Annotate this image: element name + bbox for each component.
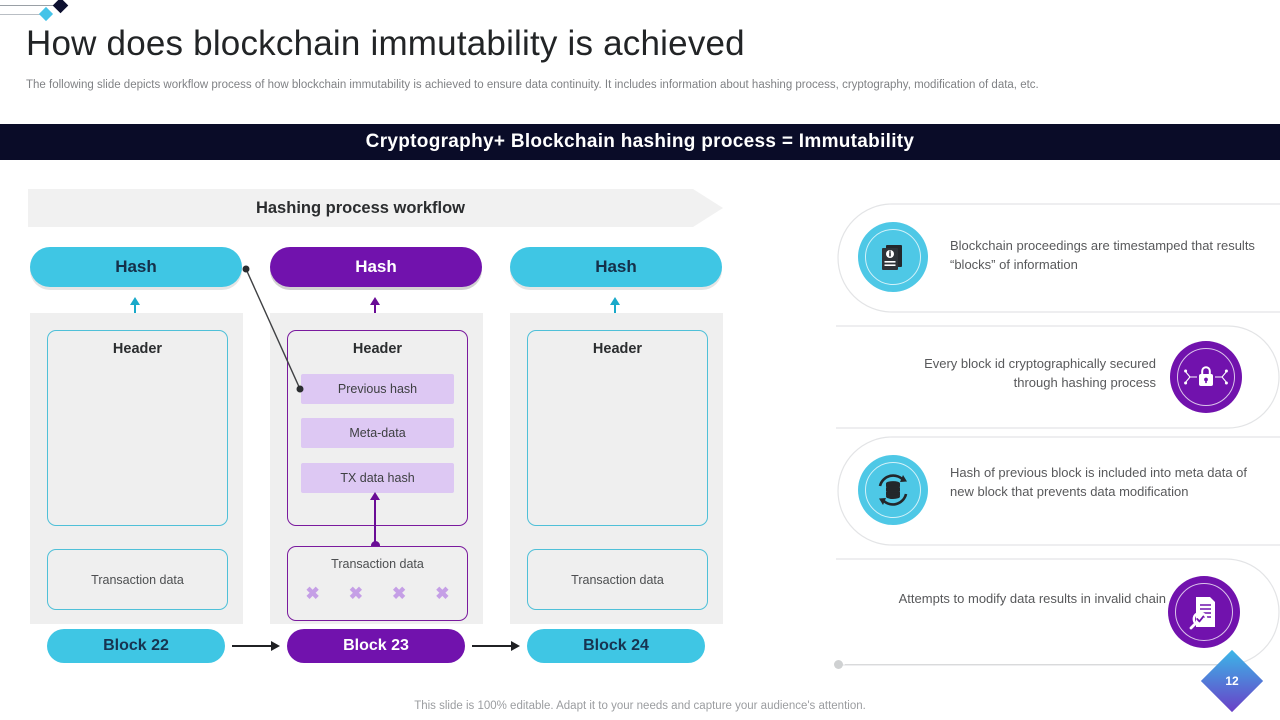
block-header-box-24: Header [527,330,708,526]
lock-network-glyph [1184,366,1228,386]
x-mark-icon-3: ✖ [435,584,450,603]
hashing-flow-arrow: Hashing process workflow [28,189,723,227]
block-header-label-23: Header [352,341,403,357]
lock-network-icon [1170,341,1242,413]
document-info-icon [858,222,928,292]
page-title: How does blockchain immutability is achi… [26,24,745,63]
icon-ring-1 [865,229,921,285]
bottom-rail-line [845,664,1240,665]
point-card-2-text: Every block id cryptographically secured… [924,356,1156,390]
hash-connector-arrow-22 [130,297,140,305]
tx-connector-arrow-23 [370,492,380,500]
block-header-box-23: Header Previous hash Meta-data TX data h… [287,330,468,526]
block-transaction-label-22: Transaction data [91,572,184,587]
point-card-1-outline [837,203,1280,313]
flow-arrow-tip-icon [693,189,723,227]
meta-row-meta-data: Meta-data [301,418,454,448]
corner-decoration [0,0,120,22]
meta-row-label-0: Previous hash [337,382,418,396]
database-refresh-glyph [878,474,908,506]
point-card-3-outline [837,436,1280,546]
block-transaction-box-24: Transaction data [527,549,708,610]
document-search-glyph [1189,597,1215,630]
hash-connector-arrow-23 [370,297,380,305]
block-label-text-22: Block 22 [103,637,169,654]
hash-chain-link [242,265,304,393]
hash-connector-arrow-24 [610,297,620,305]
tx-connector-line-23 [374,500,376,546]
footer-note: This slide is 100% editable. Adapt it to… [414,700,866,712]
decor-line-1 [0,5,58,6]
meta-row-tx-data-hash: TX data hash [301,463,454,493]
hash-pill-label-22: Hash [115,257,157,276]
section-banner-label: Cryptography+ Blockchain hashing process… [365,131,915,152]
hash-pill-block-24[interactable]: Hash [510,247,722,287]
block-header-label-24: Header [592,341,643,357]
flow-arrow-label: Hashing process workflow [255,198,466,217]
icon-ring-4 [1175,583,1233,641]
tx-connector-dot-23 [371,541,380,550]
block-label-text-24: Block 24 [583,637,649,654]
point-card-4-outline [836,558,1280,666]
page-number: 12 [1225,674,1239,688]
block-transaction-box-22: Transaction data [47,549,228,610]
diamond-dark-icon [52,0,69,14]
transaction-x-marks: ✖ ✖ ✖ ✖ [288,585,467,602]
point-card-2[interactable]: Every block id cryptographically secured… [836,325,1280,429]
hash-pill-label-24: Hash [595,257,637,276]
block-chain-arrow-1-head [271,641,280,651]
point-card-4[interactable]: Attempts to modify data results in inval… [836,558,1280,666]
block-chain-arrow-2-stem [472,645,511,647]
point-card-2-outline [836,325,1280,429]
page-subtitle: The following slide depicts workflow pro… [26,79,1039,91]
block-label-22[interactable]: Block 22 [47,629,225,663]
point-card-3-text: Hash of previous block is included into … [950,465,1248,499]
block-chain-arrow-2-head [511,641,520,651]
meta-row-previous-hash: Previous hash [301,374,454,404]
database-refresh-icon [858,455,928,525]
block-header-box-22: Header [47,330,228,526]
diamond-cyan-icon [38,6,54,22]
x-mark-icon-0: ✖ [305,584,320,603]
block-header-label-22: Header [112,341,163,357]
point-card-1-text: Blockchain proceedings are timestamped t… [950,238,1255,272]
document-search-icon [1168,576,1240,648]
x-mark-icon-1: ✖ [348,584,363,603]
flow-arrow-body [28,189,693,227]
x-mark-icon-2: ✖ [392,584,407,603]
block-chain-arrow-2 [472,641,520,651]
hash-pill-label-23: Hash [355,257,397,276]
block-transaction-label-24: Transaction data [571,572,664,587]
hash-pill-block-22[interactable]: Hash [30,247,242,287]
icon-ring-3 [865,462,921,518]
point-card-4-text: Attempts to modify data results in inval… [898,591,1166,606]
block-chain-arrow-1-stem [232,645,271,647]
point-card-3[interactable]: Hash of previous block is included into … [836,436,1280,546]
meta-row-label-2: TX data hash [340,471,415,485]
meta-row-label-1: Meta-data [349,426,406,440]
section-banner: Cryptography+ Blockchain hashing process… [0,124,1280,160]
block-transaction-label-23: Transaction data [331,557,424,571]
block-transaction-box-23: Transaction data ✖ ✖ ✖ ✖ [287,546,468,621]
point-card-1[interactable]: Blockchain proceedings are timestamped t… [836,203,1280,313]
decor-line-2 [0,14,44,15]
block-label-text-23: Block 23 [343,637,409,654]
block-chain-arrow-1 [232,641,280,651]
block-label-24[interactable]: Block 24 [527,629,705,663]
block-label-23[interactable]: Block 23 [287,629,465,663]
icon-ring-2 [1177,348,1235,406]
document-info-glyph [882,245,902,270]
hash-pill-block-23[interactable]: Hash [270,247,482,287]
bottom-rail-dot [834,660,843,669]
